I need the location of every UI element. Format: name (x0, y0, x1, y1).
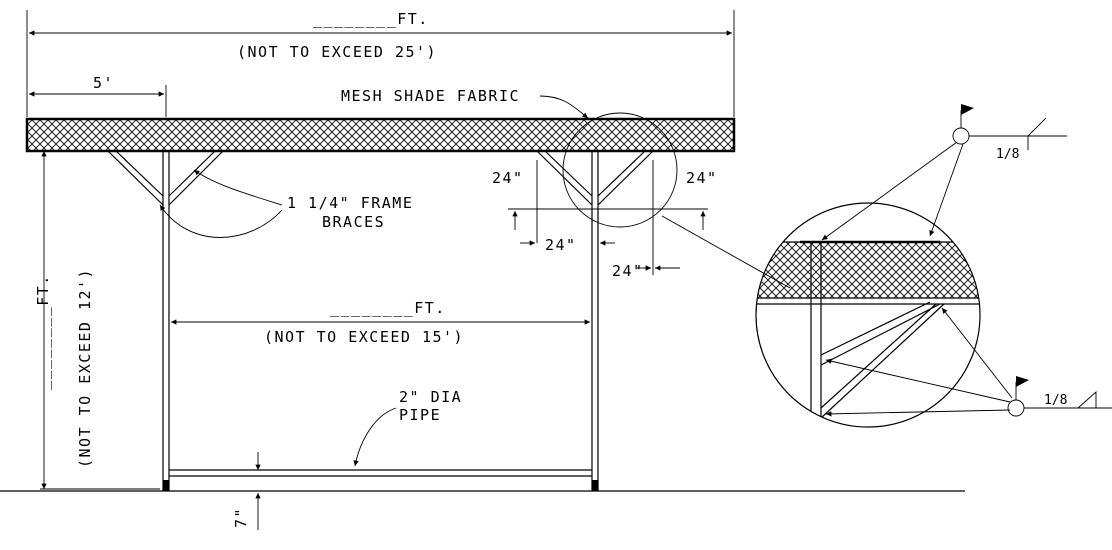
right-frame-braces (536, 150, 654, 206)
braces-label-line1: 1 1/4" FRAME (287, 194, 413, 212)
bottom-weld-symbol (825, 307, 1112, 417)
brace-vertical-label: 24" (492, 169, 524, 187)
left-post-foot (163, 480, 169, 491)
braces-leader-lower (159, 204, 283, 238)
braces-leader-upper (193, 169, 283, 206)
canopy (25, 117, 736, 153)
bottom-pipe (169, 469, 592, 477)
top-weld-size: 1/8 (996, 147, 1019, 162)
overhang-dimension (29, 85, 167, 117)
pipe-leader (353, 407, 397, 467)
brace-callout-circle (562, 112, 678, 228)
fabric-leader (539, 95, 589, 119)
left-frame-braces (107, 150, 224, 206)
left-post (162, 150, 170, 491)
right-post (591, 150, 599, 491)
height-note: (NOT TO EXCEED 12') (76, 268, 94, 468)
brace-vertical-right-label: 24" (686, 169, 718, 187)
overall-width-label: ________FT. (313, 10, 429, 28)
overhang-label: 5' (93, 74, 114, 92)
brace-dimensions (508, 160, 708, 275)
fabric-label: MESH SHADE FABRIC (341, 87, 520, 105)
post-span-note: (NOT TO EXCEED 15') (264, 328, 464, 346)
bottom-weld-size: 1/8 (1044, 393, 1067, 408)
overall-width-dimension (26, 10, 735, 117)
braces-label-line2: BRACES (322, 213, 385, 231)
height-label: ________FT. (34, 274, 52, 390)
pipe-label-line1: 2" DIA (399, 388, 462, 406)
overall-width-note: (NOT TO EXCEED 25') (237, 43, 437, 61)
pipe-label-line2: PIPE (399, 406, 441, 424)
bottom-clearance-label: 7" (232, 507, 250, 528)
brace-horizontal-right-label: 24" (612, 262, 644, 280)
brace-horizontal-label: 24" (545, 236, 577, 254)
top-weld-symbol (821, 104, 1067, 241)
height-dimension (40, 151, 160, 490)
post-span-label: ________FT. (330, 299, 446, 317)
bottom-clearance-dimension (250, 452, 266, 530)
weld-detail (755, 202, 981, 428)
right-post-foot (592, 480, 598, 491)
